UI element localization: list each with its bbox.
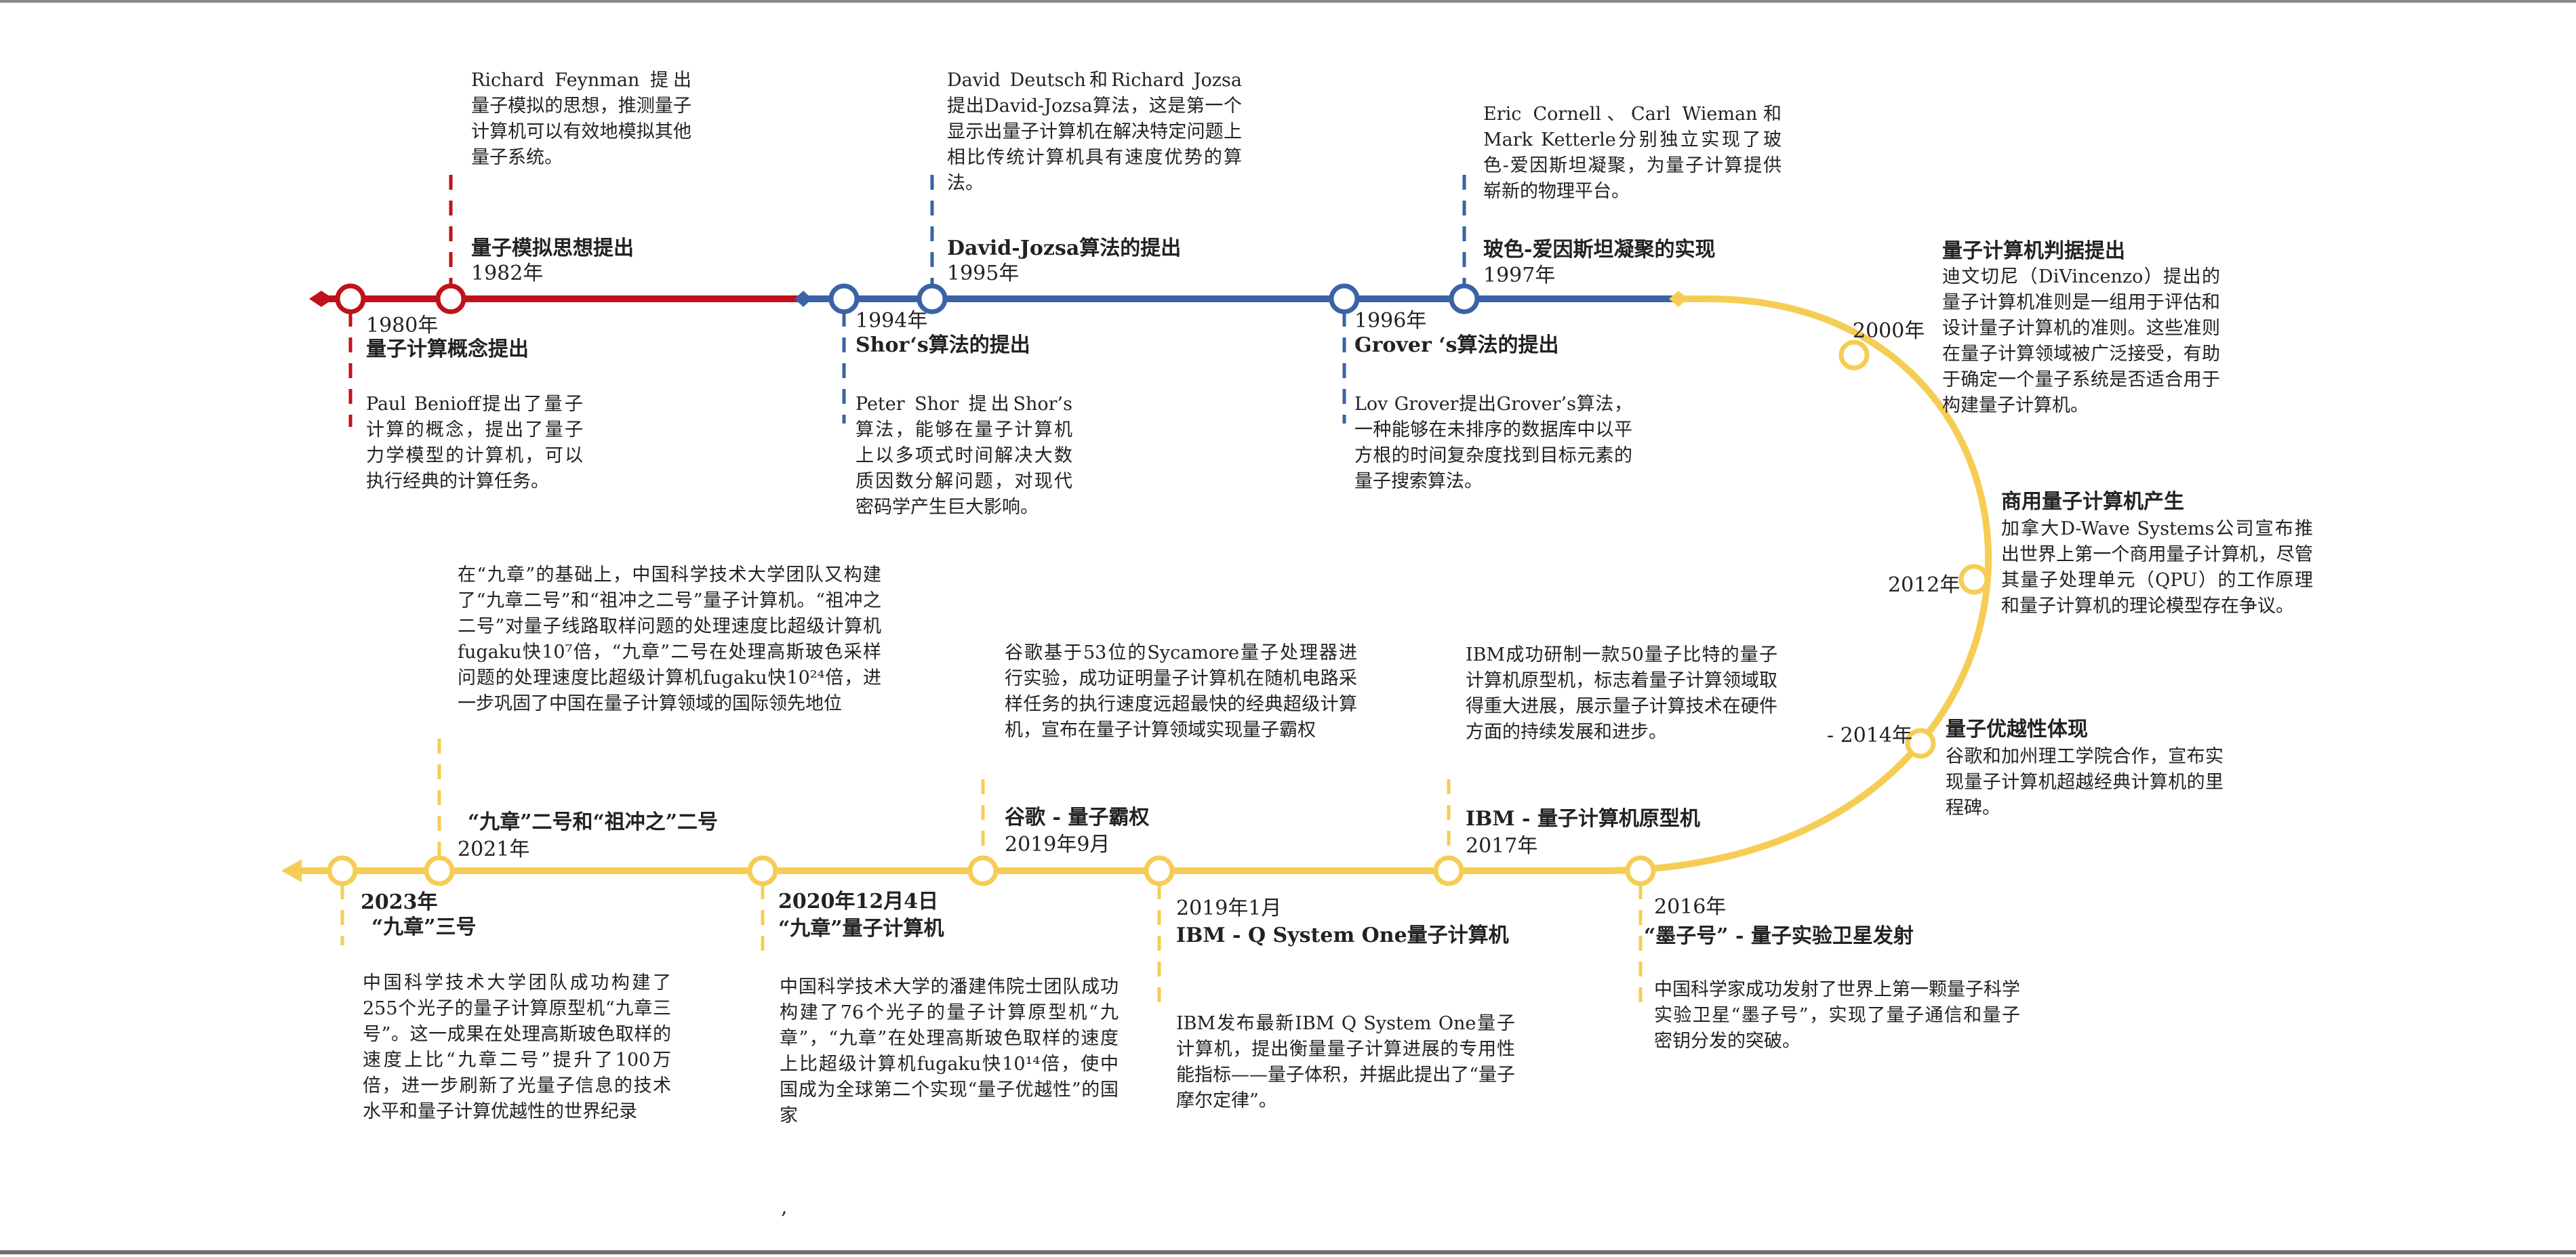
event-year-2019-9: 2019年9月: [1005, 833, 1110, 857]
event-desc-1994: Peter Shor 提出Shor’s算法，能够在量子计算机上以多项式时间解决大…: [856, 394, 1072, 518]
event-title-2017: IBM - 量子计算机原型机: [1466, 807, 1700, 831]
event-year-2020: 2020年12月4日: [778, 890, 939, 913]
event-desc-2000: 迪文切尼（DiVincenzo）提出的量子计算机准则是一组用于评估和设计量子计算…: [1942, 266, 2220, 416]
event-title-2019-9: 谷歌 - 量子霸权: [1005, 806, 1150, 829]
event-year-2019-1: 2019年1月: [1176, 897, 1282, 920]
node-2021: [424, 855, 455, 886]
event-title-1997: 玻色-爱因斯坦凝聚的实现: [1483, 238, 1716, 262]
node-1982: [435, 283, 466, 314]
event-year-1982: 1982年: [471, 262, 544, 285]
node-2019-9: [967, 855, 999, 886]
red-blue-diamond: [794, 291, 812, 307]
event-title-1982: 量子模拟思想提出: [471, 236, 634, 260]
event-year-2012: 2012年: [1888, 573, 1960, 597]
event-title-2021: “九章”二号和“祖冲之”二号: [468, 810, 719, 834]
event-year-1980: 1980年: [366, 314, 439, 337]
event-year-1996: 1996年: [1354, 309, 1427, 333]
node-2019-1: [1144, 855, 1175, 886]
event-desc-1996: Lov Grover提出Grover’s算法，一种能够在未排序的数据库中以平方根…: [1354, 394, 1632, 492]
node-2000: [1838, 339, 1870, 371]
event-desc-2017: IBM成功研制一款50量子比特的量子计算机原型机，标志着量子计算领域取得重大进展…: [1466, 644, 1777, 743]
end-arrow: [281, 859, 302, 882]
event-year-2021: 2021年: [458, 838, 530, 861]
event-title-2020: “九章”量子计算机: [778, 917, 944, 941]
event-title-1995: David-Jozsa算法的提出: [947, 236, 1182, 260]
node-2014: [1905, 728, 1936, 759]
event-year-2016: 2016年: [1654, 895, 1727, 919]
blue-yellow-diamond: [1669, 291, 1688, 307]
event-year-2014: - 2014年: [1827, 724, 1913, 747]
event-desc-1982: Richard Feynman 提出量子模拟的思想，推测量子计算机可以有效地模拟…: [471, 70, 691, 168]
event-desc-2016: 中国科学家成功发射了世界上第一颗量子科学实验卫星“墨子号”，实现了量子通信和量子…: [1654, 979, 2020, 1052]
event-desc-2019-9: 谷歌基于53位的Sycamore量子处理器进行实验，成功证明量子计算机在随机电路…: [1005, 642, 1357, 741]
node-1997: [1449, 283, 1480, 314]
event-desc-1997: Eric Cornell、Carl Wieman和Mark Ketterle分别…: [1483, 104, 1782, 202]
event-desc-1995: David Deutsch和Richard Jozsa提出David-Jozsa…: [947, 70, 1242, 194]
event-desc-1980: Paul Benioff提出了量子计算的概念，提出了量子力学模型的计算机，可以执…: [366, 394, 583, 492]
event-year-2017: 2017年: [1466, 834, 1538, 858]
node-2017: [1433, 855, 1464, 886]
node-1994: [828, 283, 860, 314]
node-2020: [747, 855, 778, 886]
event-year-2023: 2023年: [361, 890, 438, 914]
top-border: [0, 0, 2576, 3]
stray-comma: ,: [781, 1195, 788, 1219]
event-title-1996: Grover ‘s算法的提出: [1354, 333, 1559, 357]
event-desc-2021: 在“九章”的基础上，中国科学技术大学团队又构建了“九章二号”和“祖冲之二号”量子…: [458, 564, 881, 714]
event-title-2000: 量子计算机判据提出: [1942, 239, 2125, 263]
event-year-2000: 2000年: [1853, 319, 1925, 343]
event-desc-2019-1: IBM发布最新IBM Q System One量子计算机，提出衡量量子计算进展的…: [1176, 1013, 1515, 1111]
bottom-border: [0, 1250, 2576, 1254]
event-title-1994: Shor‘s算法的提出: [856, 333, 1030, 357]
event-year-1994: 1994年: [856, 309, 928, 333]
event-title-2016: “墨子号” - 量子实验卫星发射: [1644, 924, 1914, 948]
event-desc-2023: 中国科学技术大学团队成功构建了255个光子的量子计算原型机“九章三号”。这一成果…: [363, 972, 671, 1122]
node-2023: [327, 855, 358, 886]
event-title-2012: 商用量子计算机产生: [2001, 490, 2184, 514]
event-title-2023: “九章”三号: [371, 915, 477, 939]
event-year-1995: 1995年: [947, 262, 1020, 285]
event-desc-2014: 谷歌和加州理工学院合作，宣布实现量子计算机超越经典计算机的里程碑。: [1946, 746, 2223, 819]
event-desc-2020: 中国科学技术大学的潘建伟院士团队成功构建了76个光子的量子计算原型机“九章”，“…: [780, 976, 1119, 1126]
event-title-1980: 量子计算概念提出: [366, 337, 529, 361]
event-title-2014: 量子优越性体现: [1946, 718, 2088, 741]
event-year-1997: 1997年: [1483, 264, 1556, 287]
node-2016: [1625, 855, 1656, 886]
node-1995: [917, 283, 948, 314]
event-title-2019-1: IBM - Q System One量子计算机: [1176, 924, 1509, 947]
node-2012: [1958, 564, 1990, 595]
event-desc-2012: 加拿大D-Wave Systems公司宣布推出世界上第一个商用量子计算机，尽管其…: [2001, 518, 2313, 617]
start-diamond: [309, 291, 334, 307]
node-1980: [335, 283, 366, 314]
node-1996: [1329, 283, 1360, 314]
